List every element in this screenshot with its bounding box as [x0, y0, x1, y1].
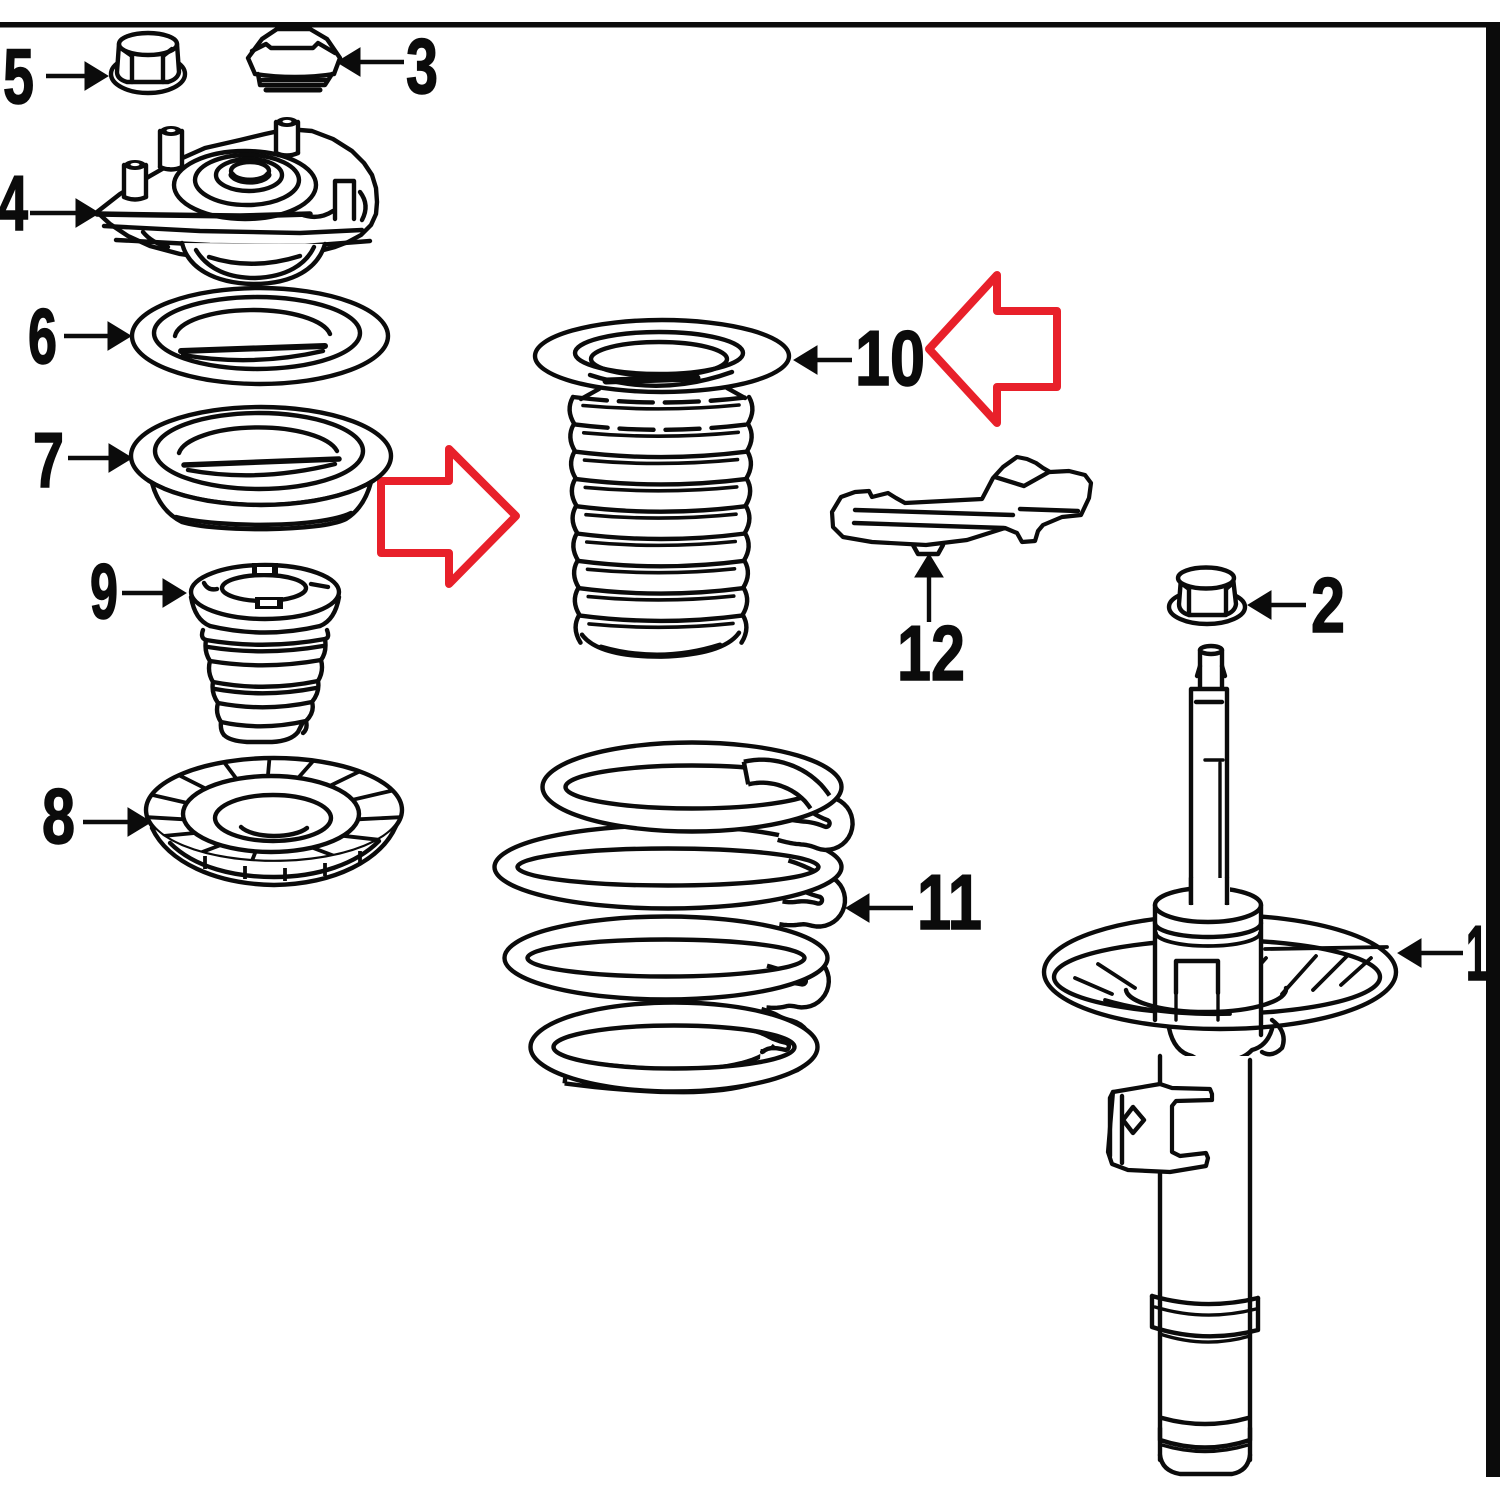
svg-text:5: 5	[3, 32, 34, 120]
svg-text:10: 10	[855, 314, 925, 402]
svg-text:2: 2	[1311, 561, 1345, 649]
svg-text:1: 1	[1466, 909, 1488, 997]
svg-text:3: 3	[406, 22, 438, 110]
svg-text:9: 9	[90, 547, 118, 635]
svg-text:8: 8	[42, 772, 75, 860]
svg-text:12: 12	[897, 609, 965, 697]
svg-text:11: 11	[917, 858, 982, 946]
svg-text:4: 4	[0, 159, 28, 247]
svg-text:7: 7	[33, 416, 64, 504]
svg-text:6: 6	[28, 292, 57, 380]
